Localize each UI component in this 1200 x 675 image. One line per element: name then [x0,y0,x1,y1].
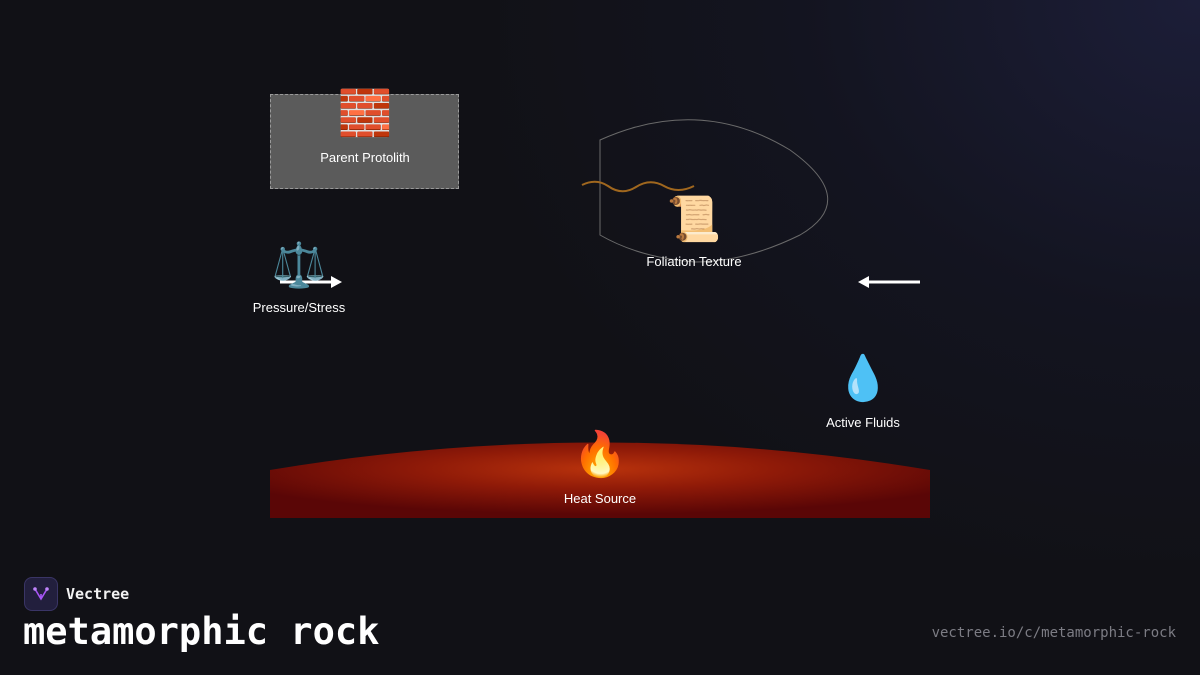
parent-protolith-label: Parent Protolith [320,150,410,165]
heat-zone [270,442,930,518]
protolith-box [270,94,459,189]
fluids-arrow [858,276,920,288]
fire-icon: 🔥 [572,429,628,480]
page-title: metamorphic rock [23,610,380,653]
pressure-node: ⚖️ Pressure/Stress [239,240,359,316]
balance-scale-icon: ⚖️ [271,240,327,291]
vectree-logo-icon [24,577,58,611]
pressure-label: Pressure/Stress [252,300,346,315]
source-url: vectree.io/c/metamorphic-rock [931,625,1176,641]
parent-protolith-node: 🧱 Parent Protolith [305,88,425,166]
foliation-outline [599,119,828,263]
foliation-wave [581,180,695,193]
droplet-icon: 💧 [835,353,891,404]
foliation-node: 📜 Foliation Texture [634,194,754,270]
brick-icon: 🧱 [337,88,393,139]
active-fluids-node: 💧 Active Fluids [803,353,923,431]
brand-name: Vectree [66,585,130,603]
scroll-icon: 📜 [666,194,722,245]
active-fluids-label: Active Fluids [826,415,900,430]
heat-source-node: 🔥 Heat Source [540,429,660,507]
foliation-label: Foliation Texture [646,254,742,269]
heat-source-label: Heat Source [563,491,637,506]
brand: Vectree [24,577,129,611]
pressure-arrow [280,276,342,288]
